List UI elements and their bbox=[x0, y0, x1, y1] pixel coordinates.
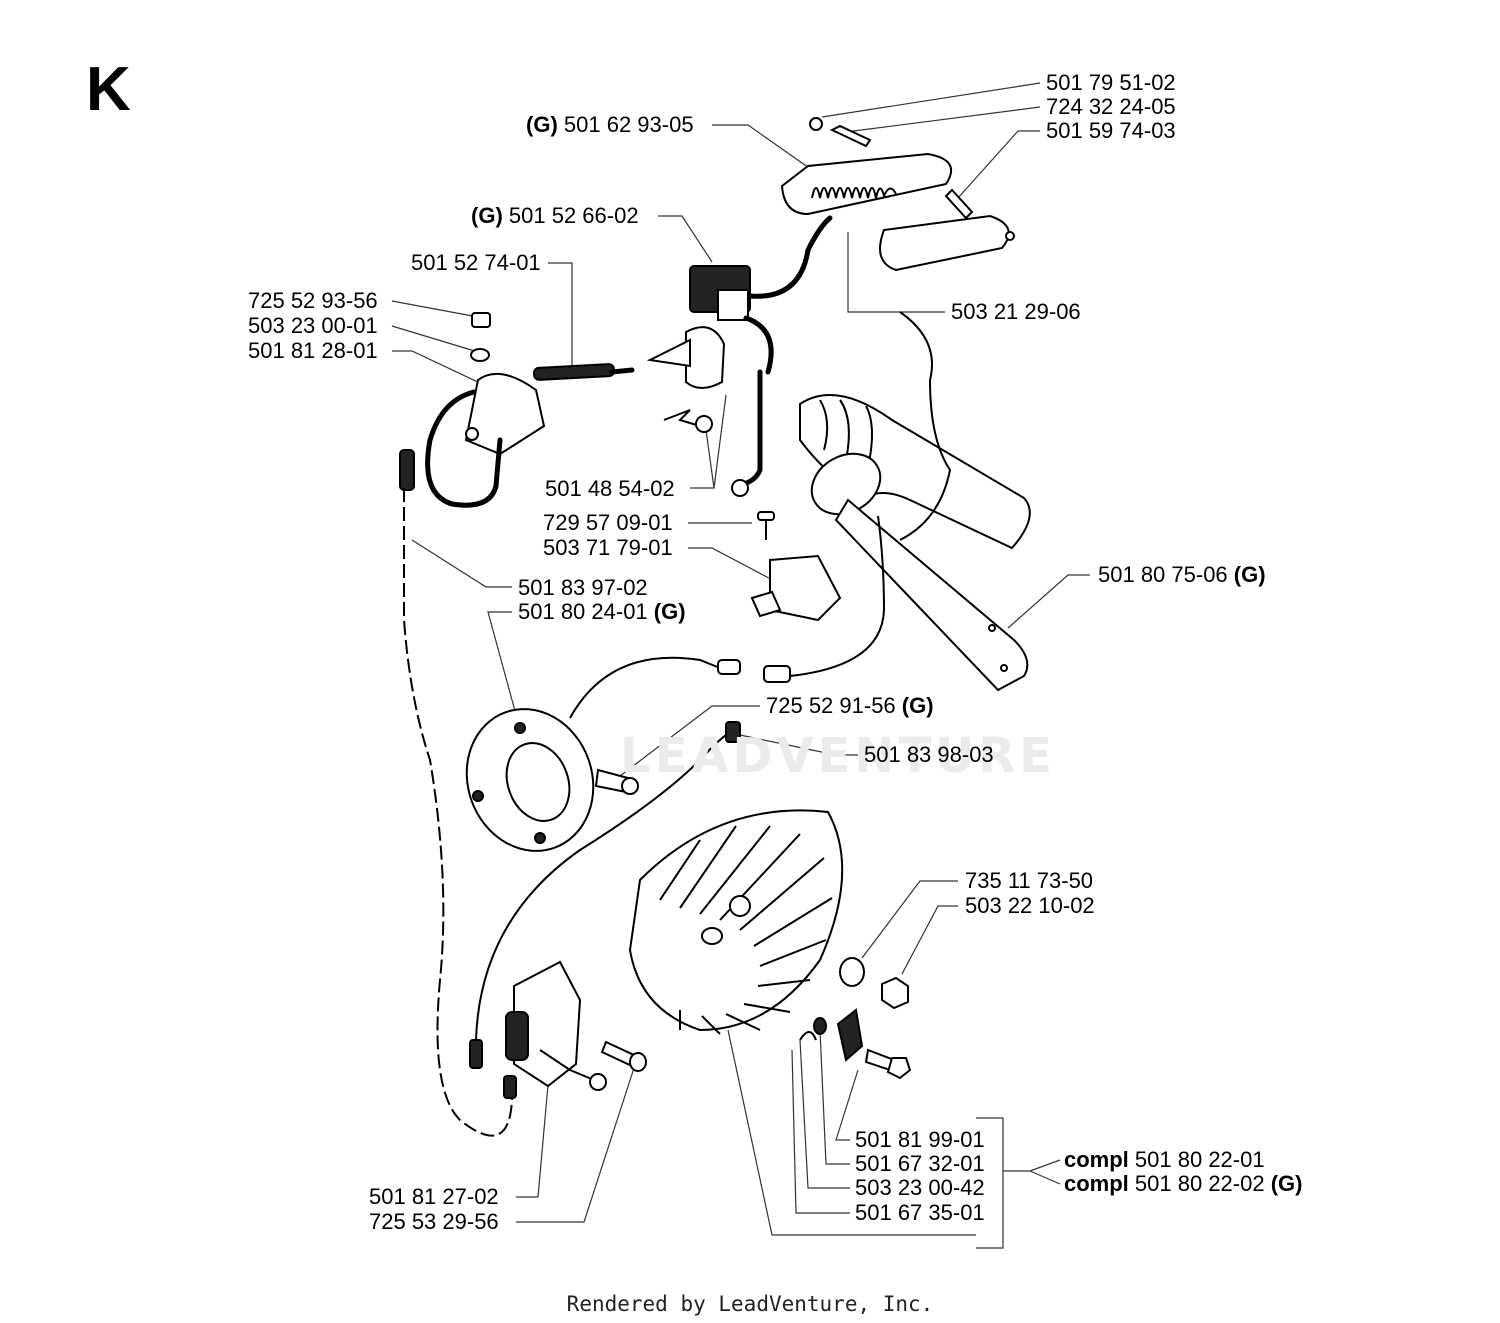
callout-501-80-24-01: 501 80 24-01 (G) bbox=[518, 599, 686, 624]
callout-501-48-54-02: 501 48 54-02 bbox=[545, 476, 675, 501]
callout-501-62-93-05: (G) 501 62 93-05 bbox=[526, 112, 694, 137]
callout-729-57-09-01: 729 57 09-01 bbox=[543, 510, 673, 535]
leader-lines bbox=[391, 82, 1090, 1249]
callout-501-83-97-02: 501 83 97-02 bbox=[518, 575, 648, 600]
callout-503-22-10-02: 503 22 10-02 bbox=[965, 893, 1095, 918]
callout-725-52-91-56: 725 52 91-56 (G) bbox=[766, 693, 934, 718]
ignition-cables bbox=[403, 488, 741, 1137]
callout-501-52-74-01: 501 52 74-01 bbox=[411, 250, 541, 275]
screw-small bbox=[829, 124, 872, 148]
callout-735-11-73-50: 735 11 73-50 bbox=[965, 868, 1094, 893]
watermark: LEADVENTURE bbox=[620, 728, 1056, 784]
callout-501-79-51-02: 501 79 51-02 bbox=[1046, 70, 1176, 95]
section-letter: K bbox=[86, 55, 131, 124]
callout-724-32-24-05: 724 32 24-05 bbox=[1046, 94, 1176, 119]
callout-501-83-98-03: 501 83 98-03 bbox=[864, 742, 994, 767]
callout-501-52-66-02: (G) 501 52 66-02 bbox=[471, 203, 639, 228]
callout-503-23-00-42: 503 23 00-42 bbox=[855, 1175, 985, 1200]
callout-503-23-00-01: 503 23 00-01 bbox=[248, 313, 378, 338]
o-ring-small bbox=[809, 117, 823, 131]
callout-501-81-99-01: 501 81 99-01 bbox=[855, 1127, 985, 1152]
switch-block bbox=[646, 215, 833, 497]
callout-503-21-29-06: 503 21 29-06 bbox=[951, 299, 1081, 324]
callout-501-67-35-01: 501 67 35-01 bbox=[855, 1200, 985, 1225]
callout-501-59-74-03: 501 59 74-03 bbox=[1046, 118, 1176, 143]
callout-501-81-27-02: 501 81 27-02 bbox=[369, 1184, 499, 1209]
nut bbox=[881, 976, 909, 1010]
electronic-module bbox=[750, 511, 842, 622]
callout-compl-501-80-22-01: compl 501 80 22-01 bbox=[1064, 1147, 1265, 1172]
flywheel bbox=[628, 809, 912, 1080]
callout-501-80-75-06: 501 80 75-06 (G) bbox=[1098, 562, 1266, 587]
callout-501-81-28-01: 501 81 28-01 bbox=[248, 338, 378, 363]
sleeve-pin bbox=[944, 188, 974, 220]
callout-compl-501-80-22-02: compl 501 80 22-02 (G) bbox=[1064, 1171, 1303, 1196]
callout-725-53-29-56: 725 53 29-56 bbox=[369, 1209, 499, 1234]
ignition-module bbox=[469, 960, 647, 1099]
callout-503-71-79-01: 503 71 79-01 bbox=[543, 535, 673, 560]
stator-ring bbox=[465, 656, 791, 852]
handle-tube bbox=[789, 311, 1031, 692]
heating-element-plate bbox=[780, 117, 1015, 272]
spark-plug-cap bbox=[399, 312, 635, 508]
insulator-cover bbox=[879, 214, 1010, 272]
footer-credit: Rendered by LeadVenture, Inc. bbox=[566, 1292, 934, 1316]
washer bbox=[839, 957, 865, 987]
callout-501-67-32-01: 501 67 32-01 bbox=[855, 1151, 985, 1176]
callout-725-52-93-56: 725 52 93-56 bbox=[248, 288, 378, 313]
